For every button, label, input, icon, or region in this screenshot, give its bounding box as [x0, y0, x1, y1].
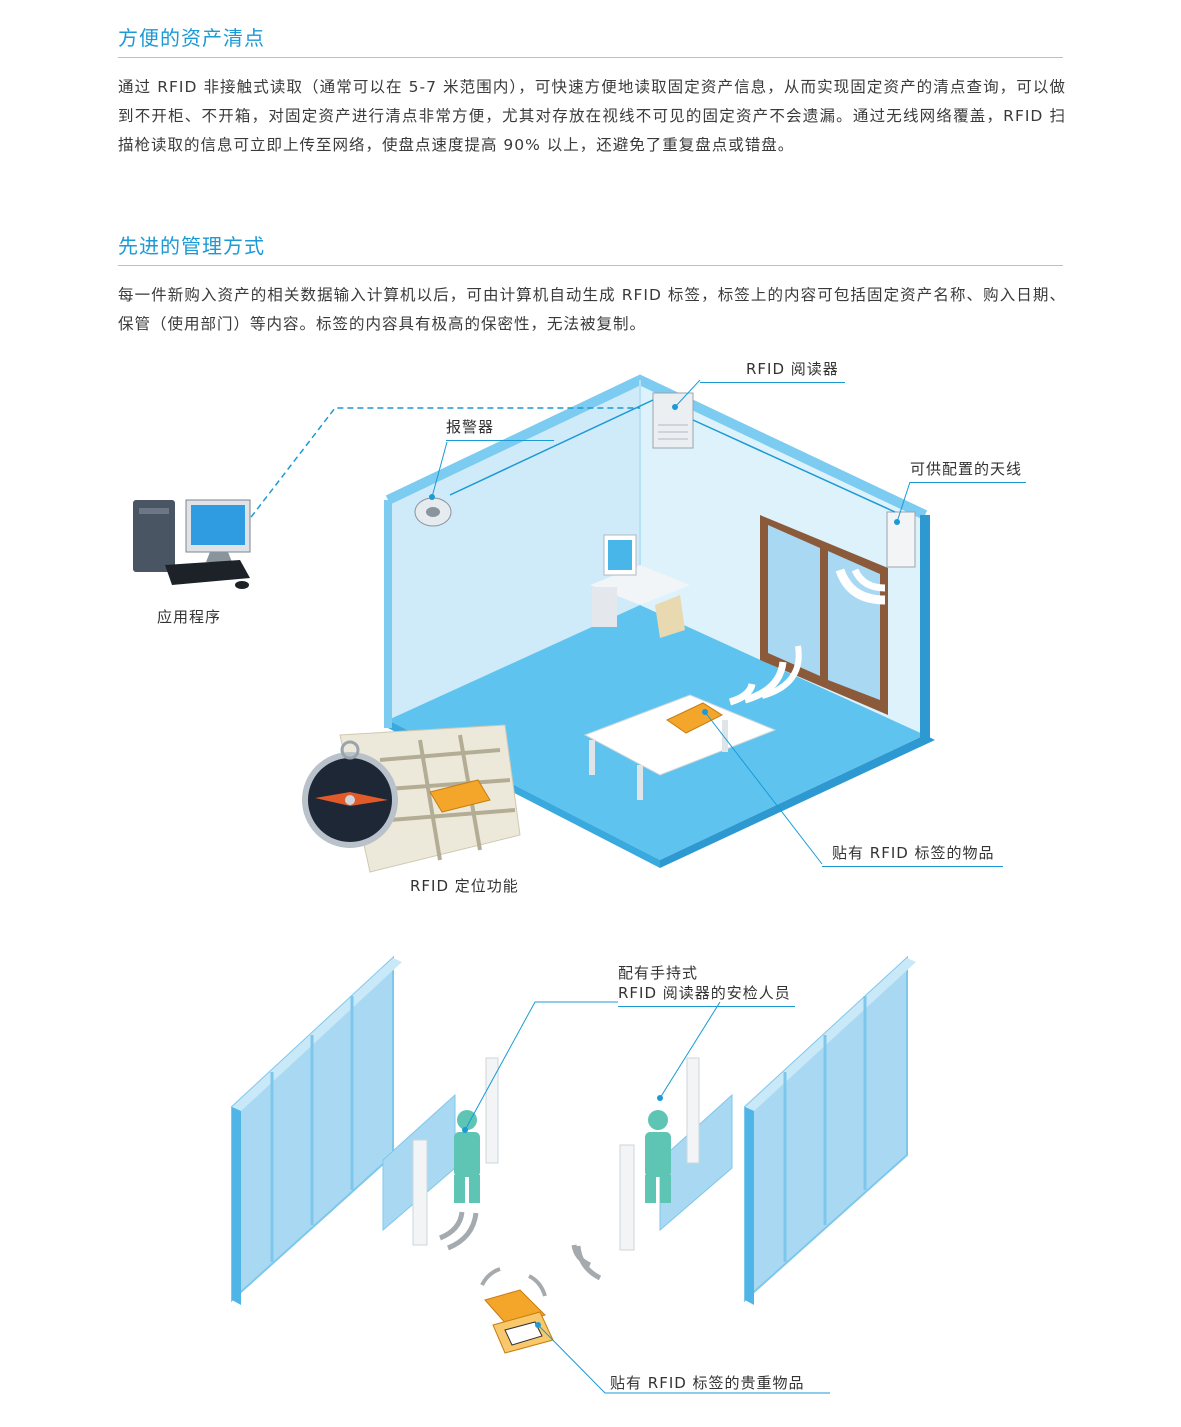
section-title-management: 先进的管理方式: [118, 230, 1063, 266]
label-guard-line2: RFID 阅读器的安检人员: [618, 982, 795, 1007]
label-guard-line1: 配有手持式: [618, 964, 699, 982]
paragraph-inventory: 通过 RFID 非接触式读取（通常可以在 5-7 米范围内），可快速方便地读取固…: [118, 78, 1066, 154]
label-application: 应用程序: [157, 608, 222, 626]
room-right-edge: [660, 735, 935, 868]
right-scanner-post: [619, 1144, 635, 1251]
map-tag: [429, 779, 491, 813]
label-rfid-reader: RFID 阅读器: [700, 358, 845, 383]
app-computer-tower: [133, 500, 175, 572]
left-scanner-post-rear: [485, 1057, 499, 1164]
right-scanner-post-rear: [686, 1057, 700, 1164]
app-keyboard: [165, 560, 250, 585]
label-tagged-item: 贴有 RFID 标签的物品: [822, 842, 1003, 867]
left-guard-figure: [454, 1110, 480, 1203]
room-left-wall: [388, 380, 640, 720]
window-glass-right: [828, 551, 880, 700]
network-dashed-link: [244, 407, 640, 526]
label-valuables: 贴有 RFID 标签的贵重物品: [610, 1374, 805, 1392]
right-guard-figure: [645, 1110, 671, 1203]
section-title-inventory: 方便的资产清点: [118, 22, 1063, 58]
desk-drawer: [592, 587, 617, 627]
window-glass-left: [768, 525, 820, 676]
chair: [655, 595, 685, 638]
antenna-device: [886, 511, 916, 568]
paragraph-management: 每一件新购入资产的相关数据输入计算机以后，可由计算机自动生成 RFID 标签，标…: [118, 286, 1066, 333]
laptop-tag: [504, 1321, 543, 1346]
label-alarm: 报警器: [446, 416, 555, 441]
label-locate: RFID 定位功能: [410, 877, 519, 895]
label-antenna: 可供配置的天线: [910, 458, 1027, 483]
left-scanner-post: [412, 1139, 428, 1246]
table-top: [583, 694, 777, 776]
tagged-item-box: [665, 702, 724, 734]
